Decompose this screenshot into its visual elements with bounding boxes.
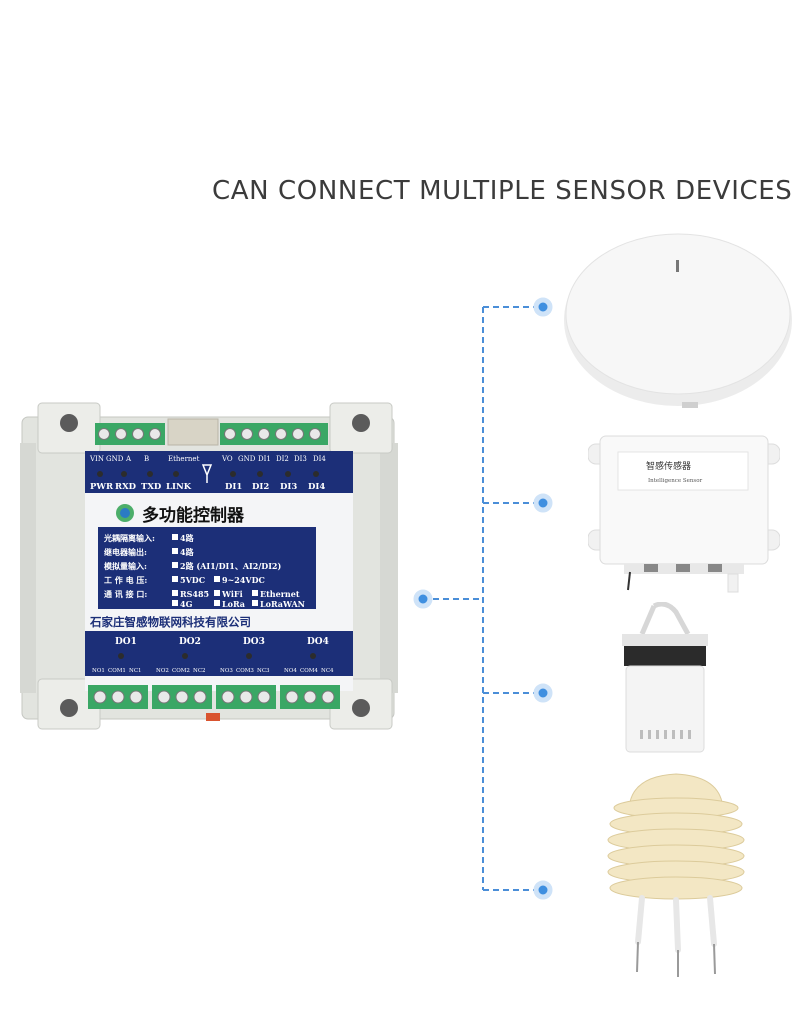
terminal-com3: COM3 [236,668,254,674]
antenna-icon [201,464,213,483]
indicator-txd: TXD [141,482,162,492]
spec-analog-label: 模拟量输入: [104,561,147,571]
sensor-box-label-cn: 智感传感器 [646,460,691,472]
spec-comm-lorawan: LoRaWAN [260,599,305,609]
company-name: 石家庄智感物联网科技有限公司 [89,615,251,629]
spec-comm-ethernet: Ethernet [260,589,300,599]
terminal-com1: COM1 [108,668,126,674]
indicator-di3: DI3 [280,482,297,492]
spec-comm-rs485: RS485 [180,589,209,599]
led-icon [313,471,319,477]
led-icon [147,471,153,477]
label-di2: DI2 [276,455,289,463]
spec-comm-label: 通 讯 接 口: [104,589,147,599]
label-di1: DI1 [258,455,271,463]
headline: CAN CONNECT MULTIPLE SENSOR DEVICES [212,176,793,206]
connection-dot [533,493,553,513]
indicator-link: LINK [166,482,192,492]
hanging-sensor [622,602,708,753]
spec-comm-wifi: WiFi [221,589,243,599]
led-icon [257,471,263,477]
connection-dot [413,589,433,609]
led-icon [230,471,236,477]
sensor-box-label-en: Intelligence Sensor [648,478,703,484]
multifunction-controller: VIN GND A B Ethernet VO GND DI1 DI2 DI3 … [20,402,398,730]
led-icon [246,653,252,659]
controller-title: 多功能控制器 [142,505,245,526]
spec-opto-label: 光耦隔离输入: [103,533,155,543]
top-terminal-block-left[interactable] [95,423,165,445]
led-icon [182,653,188,659]
louvered-weather-sensor [607,773,745,977]
sensor-connection-diagram [413,297,553,900]
led-icon [97,471,103,477]
spec-relay-label: 继电器输出: [104,547,147,557]
indicator-di2: DI2 [252,482,269,492]
indicator-pwr: PWR [90,482,114,492]
connection-dot [533,683,553,703]
spec-analog-value: 2路 (AI1/DI1、AI2/DI2) [180,561,282,571]
terminal-com2: COM2 [172,668,190,674]
terminal-no1: NO1 [92,668,105,674]
led-icon [173,471,179,477]
led-icon [310,653,316,659]
indicator-di4: DI4 [308,482,325,492]
top-terminal-block-right[interactable] [220,423,328,445]
box-sensor: 智感传感器 Intelligence Sensor [588,435,780,593]
ethernet-port[interactable] [167,418,219,446]
label-a: A [125,455,132,463]
spec-voltage-5v: 5VDC [180,575,205,585]
bottom-terminal-blocks[interactable] [88,685,340,709]
terminal-no4: NO4 [284,668,297,674]
spec-relay-value: 4路 [180,547,195,557]
spec-voltage-label: 工 作 电 压: [104,575,147,585]
label-gnd: GND [106,455,124,463]
mounting-hole [60,699,78,717]
mounting-hole [352,414,370,432]
led-icon [285,471,291,477]
terminal-no3: NO3 [220,668,233,674]
label-gnd-2: GND [238,455,256,463]
terminal-nc2: NC2 [193,668,206,674]
spec-comm-4g: 4G [180,599,193,609]
indicator-di1: DI1 [225,482,242,492]
round-ceiling-sensor [564,233,792,408]
label-b: B [144,455,149,463]
output-do2: DO2 [179,637,201,647]
label-vin: VIN [89,455,104,463]
led-icon [121,471,127,477]
label-ethernet: Ethernet [168,455,200,463]
company-logo-icon [116,504,134,522]
connection-dot [533,297,553,317]
spec-opto-value: 4路 [180,533,195,543]
indicator-rxd: RXD [115,482,137,492]
output-do3: DO3 [243,637,265,647]
mounting-hole [352,699,370,717]
spec-voltage-24v: 9~24VDC [222,575,265,585]
label-vo: VO [221,455,233,463]
terminal-nc1: NC1 [129,668,142,674]
terminal-nc3: NC3 [257,668,270,674]
terminal-com4: COM4 [300,668,318,674]
label-di3: DI3 [294,455,307,463]
terminal-nc4: NC4 [321,668,334,674]
mounting-hole [60,414,78,432]
output-do4: DO4 [307,637,329,647]
connection-dot [533,880,553,900]
din-clip [206,713,220,721]
led-icon [118,653,124,659]
terminal-no2: NO2 [156,668,169,674]
label-di4: DI4 [313,455,326,463]
spec-comm-lora: LoRa [222,599,245,609]
output-do1: DO1 [115,637,137,647]
